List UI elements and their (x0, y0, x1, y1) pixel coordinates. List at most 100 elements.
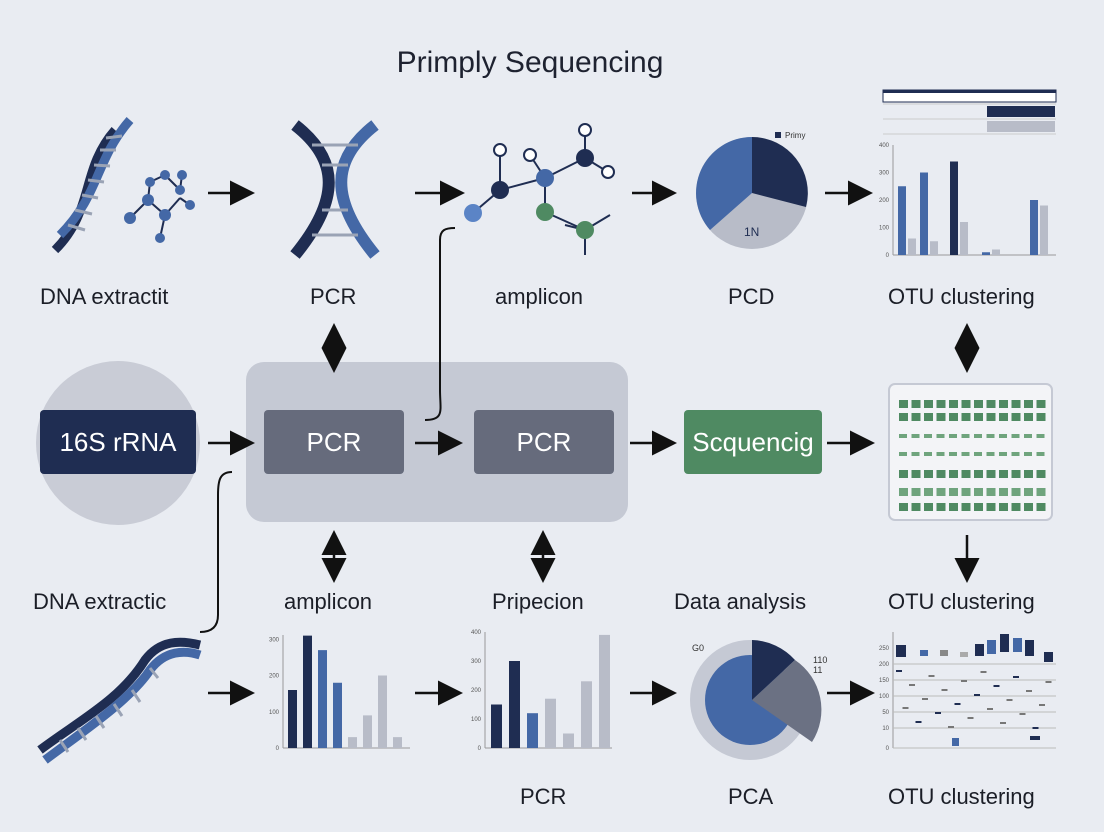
label-amplicon-top: amplicon (495, 284, 584, 309)
otu-grid-cell (986, 434, 995, 438)
y-tick-label: 100 (269, 710, 280, 716)
timeline-mark (909, 684, 915, 686)
otu-grid-cell (899, 452, 907, 456)
otu-grid-cell (936, 413, 946, 421)
sequencing-box: Scquencig (684, 410, 822, 474)
otu-grid-cell (924, 452, 932, 456)
timeline-mark (928, 675, 935, 677)
otu-grid-cell (1036, 452, 1045, 456)
bar (333, 682, 342, 748)
otu-grid-cell (1024, 470, 1033, 478)
timeline-mark (1039, 704, 1045, 706)
otu-grid-cell (936, 488, 946, 496)
otu-grid-cell (986, 503, 996, 511)
timeline-mark (974, 694, 980, 696)
pie-slice-label: 1N (744, 225, 759, 239)
bar (348, 737, 357, 748)
timeline-bar (920, 650, 928, 656)
otu-grid-cell (961, 470, 971, 478)
otu-grid-cell (899, 488, 908, 496)
otu-grid-cell (936, 503, 946, 511)
otu-grid-cell (936, 434, 945, 438)
otu-grid-cell (999, 400, 1008, 408)
otu-grid-cell (1011, 488, 1021, 496)
label-otu-top: OTU clustering (888, 284, 1035, 309)
pie-legend-text: Primy (785, 131, 805, 140)
otu-grid-cell (974, 452, 982, 456)
otu-grid-cell (1011, 413, 1021, 421)
otu-grid-cell (999, 503, 1008, 511)
molecule-icon (124, 170, 195, 243)
y-tick-label: 300 (269, 637, 280, 643)
otu-grid-cell (986, 488, 996, 496)
bar (288, 690, 297, 748)
bar (950, 161, 958, 255)
pie-legend-swatch (775, 132, 781, 138)
otu-grid-cell (974, 434, 982, 438)
bar (303, 635, 312, 748)
otu-grid-cell (949, 470, 958, 478)
label-pcr-bottom: PCR (520, 784, 567, 809)
otu-grid-cell (1011, 400, 1021, 408)
otu-grid-cell (986, 452, 995, 456)
otu-grid-cell (924, 400, 933, 408)
bar (908, 238, 916, 255)
otu-grid-cell (1036, 413, 1046, 421)
bar (930, 241, 938, 255)
timeline-bar (975, 644, 984, 656)
pcr-box-2: PCR (474, 410, 614, 474)
bar (509, 661, 520, 748)
otu-grid-cell (949, 503, 958, 511)
y-tick-label: 400 (879, 143, 890, 149)
bar (563, 733, 574, 748)
label-dna-extractic: DNA extractic (33, 589, 167, 614)
otu-grid-cell (1024, 400, 1033, 408)
connector-curve (424, 227, 456, 421)
otu-grid-cell (949, 434, 957, 438)
timeline-bar (1013, 638, 1022, 652)
otu-grid-cell (936, 470, 946, 478)
y-tick-label: 200 (471, 688, 482, 694)
otu-grid-cell (899, 470, 908, 478)
bar (898, 186, 906, 255)
label-otu-middle: OTU clustering (888, 589, 1035, 614)
otu-grid-cell (1011, 452, 1020, 456)
rrna-box: 16S rRNA (40, 410, 196, 474)
bar (992, 249, 1000, 255)
otu-grid-cell (961, 503, 971, 511)
otu-grid-cell (924, 413, 933, 421)
donut-label-left: G0 (692, 643, 704, 653)
otu-grid-cell (961, 413, 971, 421)
otu-grid-cell (961, 452, 970, 456)
otu-grid-cell (1036, 488, 1046, 496)
otu-grid-cell (999, 470, 1008, 478)
otu-grid-cell (911, 400, 921, 408)
label-otu-bottom: OTU clustering (888, 784, 1035, 809)
bar (599, 634, 610, 748)
y-tick-label: 0 (886, 253, 890, 259)
otu-grid-cell (924, 434, 932, 438)
timeline-bar (1044, 652, 1053, 662)
otu-grid-cell (1036, 470, 1046, 478)
otu-grid-cell (936, 452, 945, 456)
bar (491, 704, 502, 748)
timeline-bar (940, 650, 948, 656)
dna-helix-icon (51, 117, 134, 254)
bar (363, 715, 372, 748)
bar (920, 172, 928, 255)
y-tick-label: 200 (879, 662, 890, 668)
label-pcr-top: PCR (310, 284, 357, 309)
timeline-mark (980, 671, 987, 673)
bar (393, 737, 402, 748)
timeline-bar (1000, 634, 1009, 652)
connector-curve (199, 471, 233, 633)
otu-grid-cell (961, 434, 970, 438)
timeline-mark (1026, 690, 1032, 692)
timeline-mark (987, 708, 993, 710)
y-tick-label: 100 (879, 694, 890, 700)
timeline-mark (941, 689, 948, 691)
bar (960, 222, 968, 255)
otu-grid-cell (974, 413, 983, 421)
